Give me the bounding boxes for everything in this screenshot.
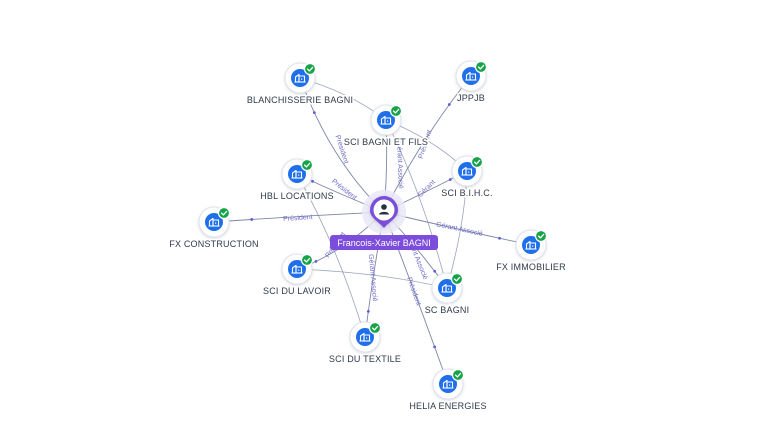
center-person-node[interactable]: Francois-Xavier BAGNI bbox=[330, 190, 438, 250]
company-node-blanchisserie[interactable]: BLANCHISSERIE BAGNI bbox=[245, 62, 354, 107]
company-node-jppjb[interactable]: JPPJB bbox=[455, 60, 488, 105]
verified-check-icon bbox=[470, 155, 484, 169]
cross-link-edge bbox=[385, 119, 448, 289]
edge-arrow-marker bbox=[311, 179, 314, 183]
edge-role-label: Président bbox=[405, 276, 422, 306]
company-node-hbl[interactable]: HBL LOCATIONS bbox=[259, 158, 335, 203]
edge-role-label: Gérant bbox=[417, 179, 437, 199]
company-name-label: HELIA ENERGIES bbox=[409, 401, 486, 411]
company-name-label: SCI BAGNI ET FILS bbox=[344, 137, 428, 147]
edge-role-label: Président bbox=[283, 214, 313, 223]
company-name-label: SCI B.I.H.C. bbox=[441, 188, 492, 198]
company-name-label: SC BAGNI bbox=[425, 305, 470, 315]
verified-check-icon bbox=[303, 62, 317, 76]
cross-link-edge bbox=[296, 173, 366, 338]
company-name-label: HBL LOCATIONS bbox=[260, 191, 334, 201]
verified-check-icon bbox=[368, 321, 382, 335]
edge-arrow-marker bbox=[385, 139, 388, 143]
company-node-sci-textile[interactable]: SCI DU TEXTILE bbox=[327, 321, 402, 366]
person-icon bbox=[379, 204, 389, 215]
company-node-helia[interactable]: HELIA ENERGIES bbox=[408, 368, 488, 413]
center-person-label: Francois-Xavier BAGNI bbox=[330, 235, 438, 250]
company-name-label: FX CONSTRUCTION bbox=[169, 239, 259, 249]
edge-arrow-marker bbox=[498, 236, 501, 240]
edge-arrow-marker bbox=[250, 218, 254, 221]
edge-arrow-marker bbox=[433, 345, 437, 349]
edge-role-label: Gérant Associé bbox=[367, 254, 378, 302]
verified-check-icon bbox=[389, 104, 403, 118]
edge-arrow-marker bbox=[366, 309, 370, 313]
company-node-sci-bagni-fils[interactable]: SCI BAGNI ET FILS bbox=[342, 104, 429, 149]
verified-check-icon bbox=[300, 253, 314, 267]
company-node-sc-bagni[interactable]: SC BAGNI bbox=[423, 272, 471, 317]
verified-check-icon bbox=[534, 229, 548, 243]
company-node-fx-immobilier[interactable]: FX IMMOBILIER bbox=[495, 229, 567, 274]
relationship-edge bbox=[383, 211, 449, 385]
company-name-label: SCI DU LAVOIR bbox=[263, 286, 331, 296]
company-name-label: JPPJB bbox=[457, 93, 485, 103]
edge-arrow-marker bbox=[312, 111, 316, 115]
verified-check-icon bbox=[217, 206, 231, 220]
verified-check-icon bbox=[474, 60, 488, 74]
edge-role-label: Gérant Associé bbox=[395, 141, 404, 189]
verified-check-icon bbox=[450, 272, 464, 286]
nodes-layer: BLANCHISSERIE BAGNI JPPJB SCI BAGNI ET FIL… bbox=[168, 60, 567, 413]
company-name-label: BLANCHISSERIE BAGNI bbox=[247, 95, 353, 105]
company-node-sci-lavoir[interactable]: SCI DU LAVOIR bbox=[262, 253, 333, 298]
person-name: Francois-Xavier BAGNI bbox=[337, 238, 431, 248]
edge-arrow-marker bbox=[448, 178, 452, 181]
edge-role-label: Président bbox=[330, 178, 358, 202]
verified-check-icon bbox=[451, 368, 465, 382]
company-node-sci-bihc[interactable]: SCI B.I.H.C. bbox=[440, 155, 494, 200]
edge-arrow-marker bbox=[314, 260, 318, 263]
cross-link-edge bbox=[296, 268, 448, 289]
verified-check-icon bbox=[300, 158, 314, 172]
company-node-fx-construction[interactable]: FX CONSTRUCTION bbox=[168, 206, 260, 251]
company-name-label: FX IMMOBILIER bbox=[496, 262, 566, 272]
edge-arrow-marker bbox=[447, 103, 451, 106]
edge-arrow-marker bbox=[433, 269, 437, 273]
company-name-label: SCI DU TEXTILE bbox=[329, 354, 401, 364]
